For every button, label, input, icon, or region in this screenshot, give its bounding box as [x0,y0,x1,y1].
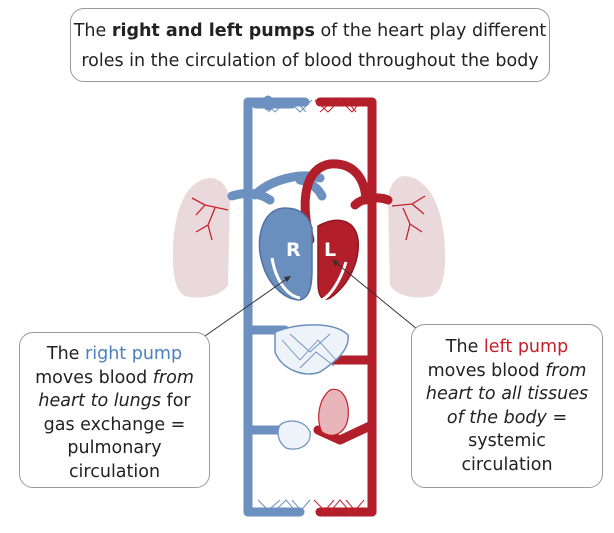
right-pump-pointer [204,277,289,337]
capillary-bed-top-red [314,99,363,113]
right-lung-vessels [391,195,426,241]
right-chamber-label: R [286,239,301,261]
right-pump-label: right pump [85,344,183,364]
right-line1-pre: The [46,344,86,364]
left-line1-pre: The [445,337,484,357]
right-pump-pointer-head [284,276,291,282]
left-lung [172,178,230,298]
left-line5: systemic [468,431,546,451]
title-box: The right and left pumps of the heart pl… [70,8,550,82]
right-line5: pulmonary [67,438,162,458]
right-lung [388,176,446,298]
title-bold: right and left pumps [111,21,315,41]
liver-capillaries [274,324,349,375]
left-pump-box: The left pump moves blood from heart to … [411,324,603,488]
right-line4: gas exchange = [43,414,186,435]
title-pre: The [73,21,112,41]
left-line4-ital: of the body [446,407,547,428]
right-line3-post: for [160,391,191,411]
left-pump-pointer [334,261,429,339]
blue-vessels [227,95,327,517]
right-line3-ital: heart to lungs [38,391,161,411]
liver-capillary-mesh [281,333,337,369]
red-vessels [300,97,393,517]
left-line2-pre: moves blood [427,360,546,381]
left-lung-vessels [191,197,229,241]
capillary-bed-top [261,99,313,113]
right-line6: circulation [68,461,161,482]
left-pump-label: left pump [483,337,569,357]
left-line3: heart to all tissues [425,384,589,404]
right-line2-ital: from [152,367,194,388]
capillary-bed-bottom-red [313,499,365,515]
left-pump-pointer-head [332,259,339,266]
right-ventricle-wall [270,257,301,300]
organ-red [318,388,349,436]
title-post: of the heart play different roles in the… [81,21,547,71]
left-chamber-label: L [324,239,337,261]
kidney-capillaries [277,420,311,450]
right-line2-pre: moves blood [35,367,153,388]
right-heart [258,207,313,301]
left-line6: circulation [461,454,553,475]
right-pump-box: The right pump moves blood from heart to… [19,332,210,488]
left-line4-post: = [546,407,568,428]
left-ventricle-wall [321,261,348,302]
capillary-bed-bottom [257,499,311,515]
left-line2-ital: from [545,360,587,381]
